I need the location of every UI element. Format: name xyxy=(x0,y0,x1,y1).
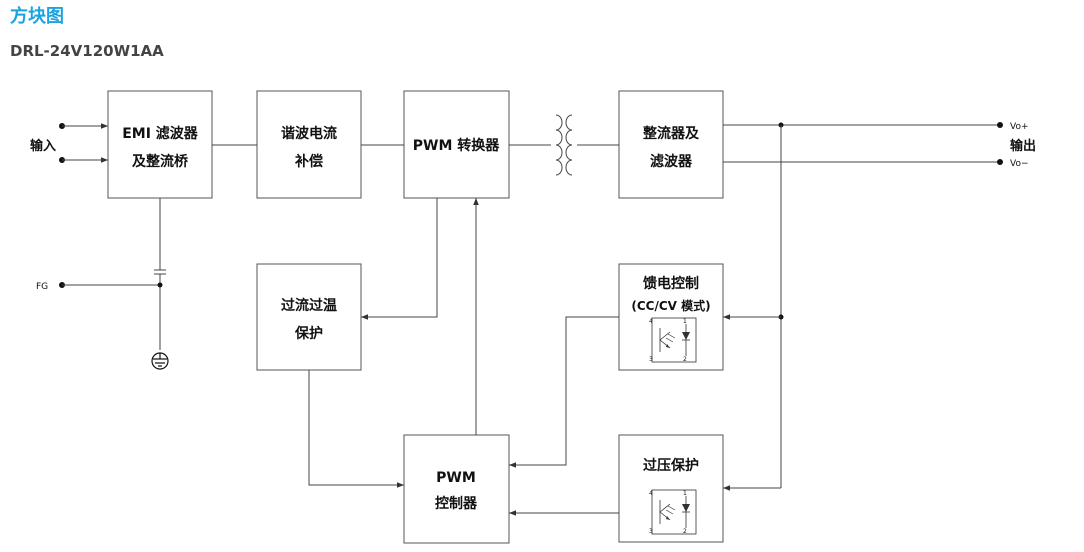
output-label: 输出 xyxy=(1010,138,1036,154)
opto2-pin2: 2 xyxy=(683,528,687,535)
opto1-pin2: 2 xyxy=(683,356,687,363)
ground-icon xyxy=(151,352,169,370)
emi-filter-block: EMI 滤波器 及整流桥 xyxy=(107,90,213,199)
transformer-icon xyxy=(555,114,573,176)
fg-label: FG xyxy=(36,282,48,292)
opto1-pin1: 1 xyxy=(683,318,687,325)
wire-pwm-to-ocp xyxy=(361,198,438,320)
rectifier-line1: 整流器及 xyxy=(642,125,700,142)
opto2-pin4: 4 xyxy=(649,490,653,497)
opto2-pin1: 1 xyxy=(683,490,687,497)
opto1-pin3: 3 xyxy=(649,356,653,363)
emi-line2: 及整流桥 xyxy=(132,153,189,170)
ocp-line2: 保护 xyxy=(294,325,323,342)
vo-plus-terminal xyxy=(997,122,1003,128)
fg-junction xyxy=(157,282,163,288)
feedback-line1: 馈电控制 xyxy=(643,275,699,292)
feedback-line2: (CC/CV 模式) xyxy=(631,298,710,313)
harmonic-line2: 补偿 xyxy=(294,153,323,170)
vo-plus-label: Vo+ xyxy=(1010,122,1029,132)
ovp-block: 过压保护 4 1 3 2 xyxy=(618,434,724,543)
page-title: 方块图 xyxy=(10,6,64,27)
opto1-pin4: 4 xyxy=(649,318,653,325)
opto2-pin3: 3 xyxy=(649,528,653,535)
harmonic-compensation-block: 谐波电流 补偿 xyxy=(256,90,362,199)
vo-minus-terminal xyxy=(997,159,1003,165)
model-label: DRL-24V120W1AA xyxy=(10,42,164,60)
rectifier-line2: 滤波器 xyxy=(650,153,693,170)
emi-line1: EMI 滤波器 xyxy=(122,125,199,142)
vo-minus-label: Vo− xyxy=(1010,159,1029,169)
ocp-otp-block: 过流过温 保护 xyxy=(256,263,362,371)
pwm-controller-block: PWM 控制器 xyxy=(403,434,510,544)
pwm-converter-block: PWM 转换器 xyxy=(403,90,510,199)
pwm-converter-line1: PWM 转换器 xyxy=(413,137,501,154)
pwm-controller-line2: 控制器 xyxy=(435,495,478,512)
pwm-controller-line1: PWM xyxy=(436,470,476,486)
input-label: 输入 xyxy=(30,138,56,154)
rectifier-filter-block: 整流器及 滤波器 xyxy=(618,90,724,199)
ovp-line1: 过压保护 xyxy=(643,457,699,474)
harmonic-line1: 谐波电流 xyxy=(281,125,337,142)
ocp-line1: 过流过温 xyxy=(281,297,337,314)
feedback-control-block: 馈电控制 (CC/CV 模式) 4 1 3 2 xyxy=(618,263,724,371)
wire-ocp-to-controller xyxy=(308,370,404,488)
wire-feedback-to-controller xyxy=(509,316,619,468)
